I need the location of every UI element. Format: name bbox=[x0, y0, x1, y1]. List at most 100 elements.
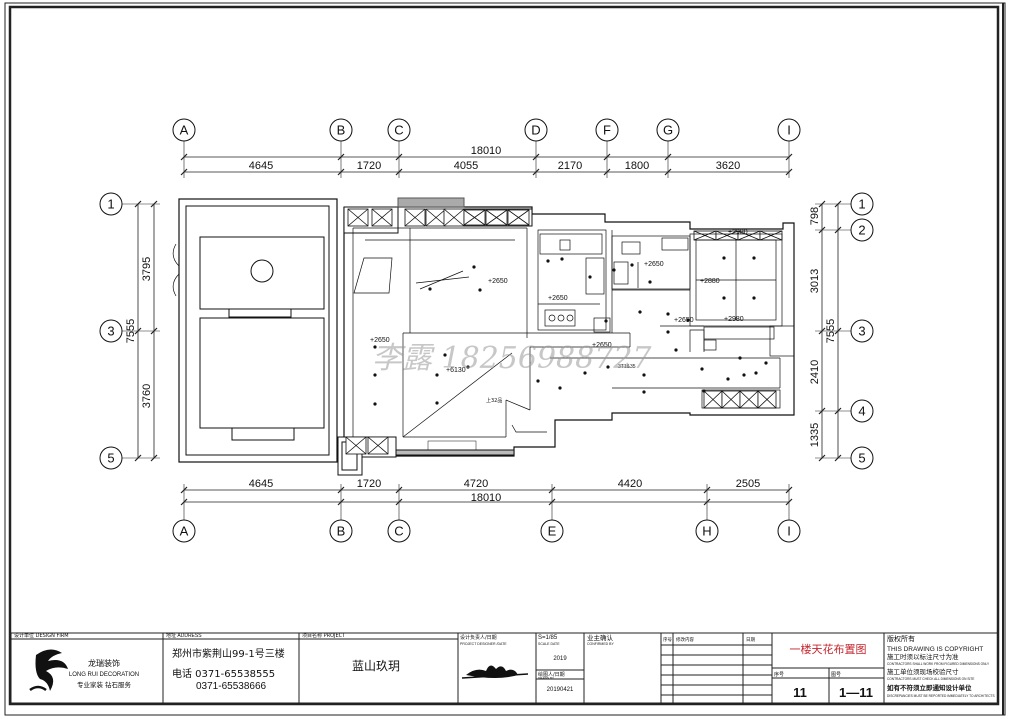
spot-light bbox=[472, 265, 476, 269]
note-2-cn: 施工单位须现场校验尺寸 bbox=[887, 667, 959, 676]
right-dim-1: 3013 bbox=[809, 269, 821, 293]
bottom-total-dim: 18010 bbox=[471, 492, 502, 504]
top-dim-0: 4645 bbox=[249, 160, 273, 172]
axis-label-top_axes: B bbox=[337, 123, 346, 138]
spot-light bbox=[373, 402, 377, 406]
axis-label-left_axes: 3 bbox=[107, 324, 114, 339]
dimension-texts: 18010 18010 7555 7555 4645 1720 4055 217… bbox=[125, 145, 837, 504]
sheet-inner-border bbox=[8, 5, 1000, 706]
spot-light bbox=[642, 373, 646, 377]
axis-bubble-top_axes: F bbox=[595, 118, 619, 142]
right-dim-3: 1335 bbox=[809, 423, 821, 447]
company-slogan: 专业家装 钻石服务 bbox=[77, 680, 132, 689]
right-total-dim: 7555 bbox=[825, 319, 837, 343]
axis-label-bottom_axes: I bbox=[787, 524, 791, 539]
spot-light bbox=[612, 268, 616, 272]
note-1-en: CONTRACTORS SHALL WORK FROM FIGURED DIME… bbox=[887, 662, 990, 666]
revision-no-label: 序号 bbox=[663, 636, 672, 643]
axis-bubble-right_axes: 5 bbox=[850, 446, 874, 470]
spot-light bbox=[700, 367, 704, 371]
axis-label-bottom_axes: C bbox=[394, 524, 403, 539]
left-dim-0: 3795 bbox=[141, 257, 153, 281]
axis-label-top_axes: C bbox=[394, 123, 403, 138]
note-2-en: CONTRACTORS MUST CHECK ALL DIMENSIONS ON… bbox=[887, 677, 974, 681]
bottom-dim-0: 4645 bbox=[249, 478, 273, 490]
axis-bubble-bottom_axes: A bbox=[172, 519, 196, 543]
axis-bubble-top_axes: C bbox=[387, 118, 411, 142]
note-3-en: DISCREPANCIES MUST BE REPORTED IMMEDIATE… bbox=[887, 694, 995, 698]
axis-label-right_axes: 3 bbox=[858, 324, 865, 339]
window-x-box bbox=[739, 390, 759, 409]
axis-bubble-bottom_axes: E bbox=[540, 519, 564, 543]
axis-bubble-left_axes: 1 bbox=[99, 192, 123, 216]
spot-light bbox=[606, 365, 610, 369]
note-1-cn: 施工时须以标注尺寸为准 bbox=[887, 652, 959, 661]
spot-light bbox=[588, 275, 592, 279]
svg-text:上32品: 上32品 bbox=[486, 397, 502, 404]
spot-light bbox=[428, 287, 432, 291]
spot-light bbox=[726, 377, 730, 381]
top-dim-3: 2170 bbox=[558, 160, 582, 172]
window-x-box bbox=[759, 230, 783, 241]
project-name: 蓝山玖玥 bbox=[352, 659, 400, 673]
axis-label-bottom_axes: B bbox=[337, 524, 346, 539]
window-x-box bbox=[371, 208, 393, 227]
window-x-box bbox=[463, 209, 486, 226]
signature-mark bbox=[461, 665, 529, 679]
axis-label-top_axes: D bbox=[531, 123, 540, 138]
axis-bubble-bottom_axes: B bbox=[329, 519, 353, 543]
kitchen bbox=[537, 229, 613, 333]
spot-light bbox=[674, 348, 678, 352]
spot-light bbox=[638, 310, 642, 314]
left-total-dim: 7555 bbox=[125, 319, 137, 343]
ceiling-height-label: +2650 bbox=[548, 295, 568, 302]
axis-bubble-bottom_axes: C bbox=[387, 519, 411, 543]
watermark-text: 李露 18256988727 bbox=[372, 341, 652, 376]
ceiling-plan: 上32品 3T1&35 +2650+2650+2650+2650+2650+26… bbox=[172, 197, 795, 476]
company-logo bbox=[29, 649, 68, 692]
designer-label: 设计负责人/日期 bbox=[460, 634, 497, 641]
client-confirm-label: 业主确认 bbox=[587, 633, 614, 642]
designer-label-en: PROJECT DESIGNER /DATE bbox=[460, 642, 507, 646]
spot-light bbox=[478, 288, 482, 292]
title-block: 设计单位 DESIGN FIRM 龙瑞装饰 LONG RUI DECORATIO… bbox=[10, 632, 999, 704]
spot-light bbox=[604, 319, 608, 323]
ceiling-height-label: +2650 bbox=[592, 342, 612, 349]
series-label: 序号 bbox=[774, 671, 784, 678]
drawing-number: 1—11 bbox=[839, 685, 873, 700]
axis-bubble-right_axes: 1 bbox=[850, 192, 874, 216]
window-boxes bbox=[345, 208, 783, 455]
spot-light bbox=[546, 259, 550, 263]
client-confirm-label-en: CONFIRMED BY bbox=[587, 642, 615, 646]
axis-bubble-top_axes: I bbox=[777, 118, 801, 142]
axis-bubble-top_axes: A bbox=[172, 118, 196, 142]
spot-light bbox=[435, 373, 439, 377]
company-name-en: LONG RUI DECORATION bbox=[69, 672, 139, 678]
bottom-dim-2: 4720 bbox=[464, 478, 488, 490]
axis-label-bottom_axes: H bbox=[702, 524, 711, 539]
ceiling-height-label: +2980 bbox=[728, 229, 748, 236]
top-dim-4: 1800 bbox=[625, 160, 649, 172]
spot-light bbox=[752, 296, 756, 300]
ceiling-height-label: +2650 bbox=[674, 317, 694, 324]
spot-light bbox=[558, 386, 562, 390]
window-x-box bbox=[404, 208, 426, 227]
axis-label-bottom_axes: A bbox=[180, 524, 189, 539]
ceiling-height-label: +6130 bbox=[446, 367, 466, 374]
sheet-outer-border bbox=[4, 2, 1006, 716]
spot-light bbox=[583, 371, 587, 375]
bottom-dim-1: 1720 bbox=[357, 478, 381, 490]
revision-date-label: 日期 bbox=[746, 637, 755, 643]
axis-bubble-right_axes: 2 bbox=[850, 218, 874, 242]
note-3-cn: 如有不符须立即通知设计单位 bbox=[887, 683, 972, 692]
spot-light bbox=[373, 345, 377, 349]
spot-light bbox=[752, 256, 756, 260]
top-dim-1: 1720 bbox=[357, 160, 381, 172]
svg-text:3T1&35: 3T1&35 bbox=[618, 364, 636, 370]
ceiling-height-label: +2880 bbox=[700, 278, 720, 285]
ceiling-height-label: +2650 bbox=[644, 261, 664, 268]
top-dim-5: 3620 bbox=[716, 160, 740, 172]
bottom-dim-4: 2505 bbox=[736, 478, 760, 490]
axis-label-top_axes: G bbox=[663, 123, 673, 138]
